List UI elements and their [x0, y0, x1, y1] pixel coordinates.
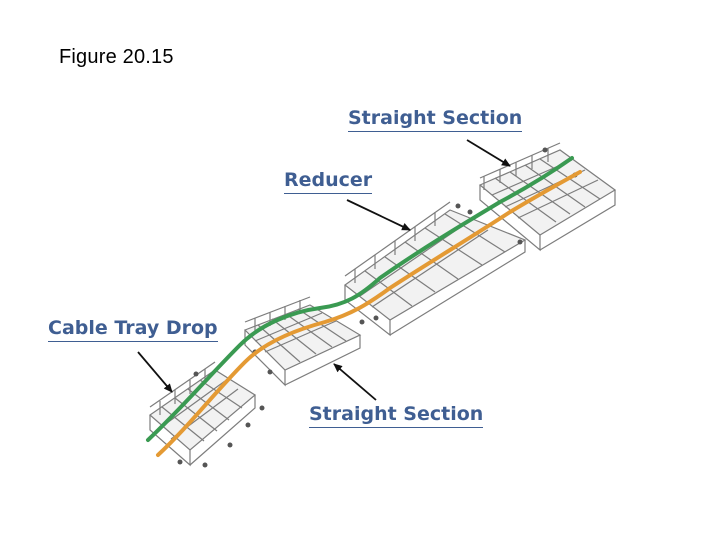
label-straight-section-top: Straight Section	[348, 107, 523, 132]
arrow-reducer	[346, 199, 411, 231]
cable-orange	[156, 170, 582, 457]
callout-arrows	[137, 139, 511, 401]
tray-assembly	[149, 142, 617, 468]
label-cable-tray-drop: Cable Tray Drop	[48, 317, 218, 342]
label-reducer: Reducer	[284, 169, 373, 194]
label-straight-section-bottom: Straight Section	[309, 403, 484, 428]
arrow-cable-tray-drop	[137, 351, 173, 393]
cable-green	[146, 156, 574, 442]
arrow-straight-section-top	[466, 139, 511, 167]
figure-title: Figure 20.15	[59, 46, 174, 68]
arrow-straight-section-bottom	[333, 363, 377, 401]
